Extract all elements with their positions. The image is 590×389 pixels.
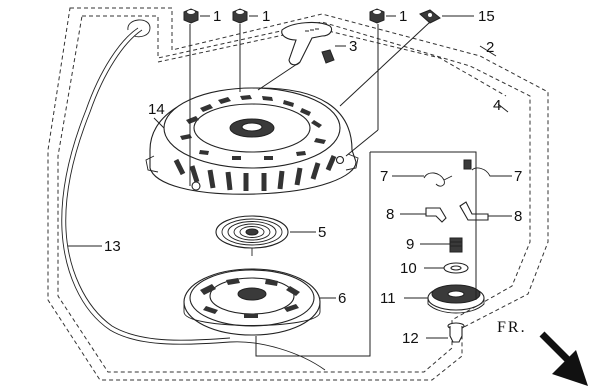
callout-8-right: 8 — [514, 208, 522, 225]
callout-3: 3 — [349, 38, 357, 55]
clip-15 — [419, 9, 441, 24]
callout-1a: 1 — [213, 8, 221, 25]
starter-grip — [281, 21, 335, 66]
nut-1b — [232, 8, 248, 24]
callout-15: 15 — [478, 8, 495, 25]
callout-7-right: 7 — [514, 168, 522, 185]
callout-4: 4 — [493, 97, 501, 114]
leader-lines — [68, 15, 512, 357]
callout-8-left: 8 — [386, 206, 394, 223]
callout-1c: 1 — [399, 8, 407, 25]
screw-12 — [447, 322, 465, 343]
ratchet-left — [425, 207, 447, 223]
callout-14: 14 — [148, 101, 165, 118]
return-spring-right — [463, 159, 500, 177]
front-direction-label: FR. — [497, 319, 527, 336]
callout-13: 13 — [104, 238, 121, 255]
friction-plate — [427, 284, 485, 314]
callout-2: 2 — [486, 39, 494, 56]
housing-vents — [173, 95, 337, 191]
nut-1c — [369, 8, 385, 24]
nut-1a — [183, 8, 199, 24]
assembly-outline-2 — [47, 7, 549, 381]
callout-12: 12 — [402, 330, 419, 347]
callout-5: 5 — [318, 224, 326, 241]
front-direction-arrow-icon — [539, 331, 588, 386]
recoil-spring — [215, 215, 289, 256]
reel-pulley — [183, 268, 321, 336]
callout-10: 10 — [400, 260, 417, 277]
spring-9 — [449, 237, 463, 253]
return-spring-left — [423, 172, 453, 187]
starter-housing — [145, 87, 359, 195]
starter-rope-inner — [65, 29, 231, 341]
ratchet-right — [459, 201, 489, 221]
assembly-outline-4 — [57, 15, 531, 373]
callout-1b: 1 — [262, 8, 270, 25]
sub-assembly-outline — [157, 27, 507, 97]
washer-10 — [443, 262, 469, 274]
starter-rope — [61, 27, 326, 371]
callout-9: 9 — [406, 236, 414, 253]
rope-end-loop — [127, 19, 151, 38]
callout-7-left: 7 — [380, 168, 388, 185]
callout-6: 6 — [338, 290, 346, 307]
callout-11: 11 — [380, 290, 396, 307]
